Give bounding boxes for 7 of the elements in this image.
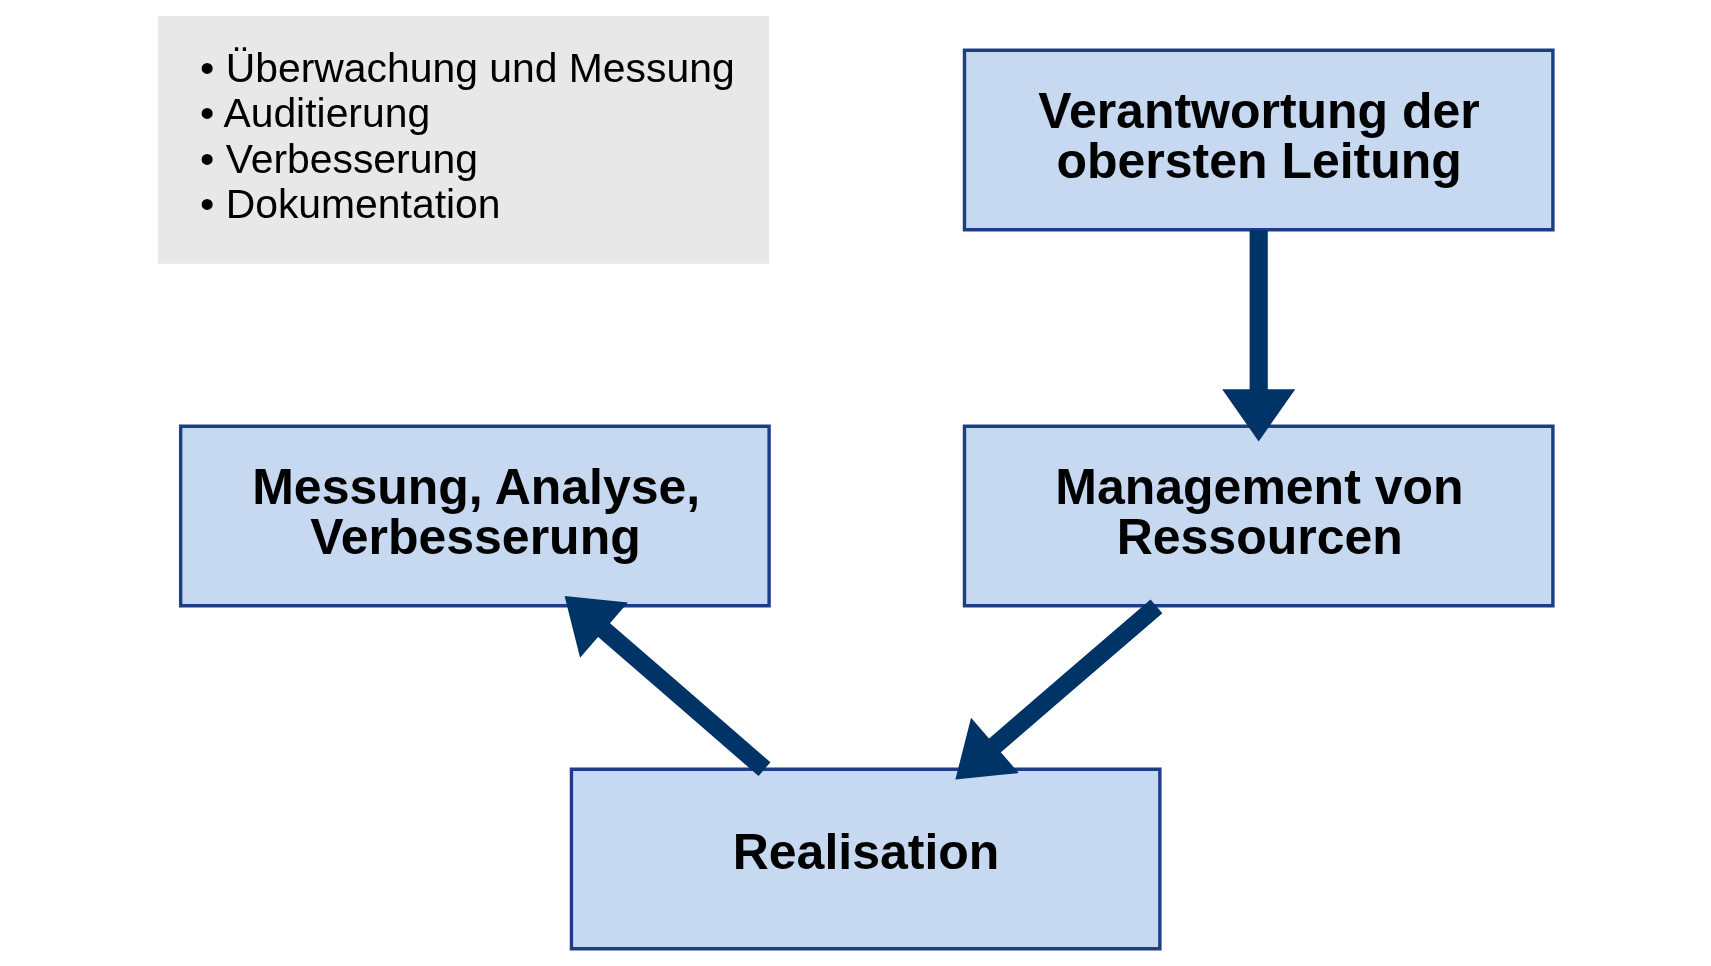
arrow bbox=[1221, 230, 1295, 442]
node-box: Realisation bbox=[569, 767, 1162, 951]
node-box: Management von Ressourcen bbox=[962, 424, 1555, 608]
node-box: Verantwortung der obersten Leitung bbox=[962, 48, 1555, 232]
node-box: Messung, Analyse, Verbesserung bbox=[178, 424, 771, 608]
arrow bbox=[954, 599, 1162, 780]
arrow bbox=[564, 595, 770, 776]
